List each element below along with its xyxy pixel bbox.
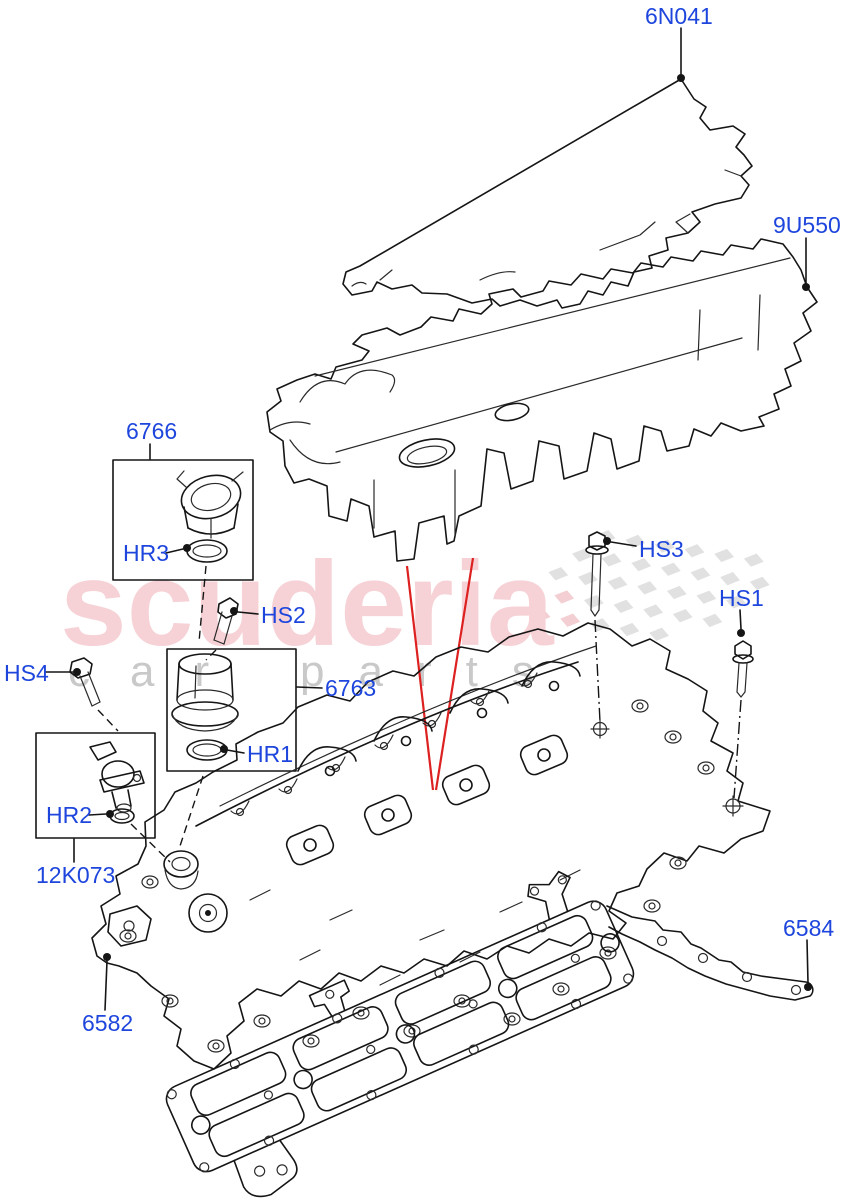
callout-6766: 6766 bbox=[126, 418, 177, 460]
callout-hr2: HR2 bbox=[46, 802, 114, 828]
part-label-12K073[interactable]: 12K073 bbox=[36, 862, 115, 888]
part-label-HS4[interactable]: HS4 bbox=[4, 660, 49, 686]
part-label-HR2[interactable]: HR2 bbox=[46, 802, 92, 828]
part-label-6N041[interactable]: 6N041 bbox=[645, 3, 713, 29]
callout-6584: 6584 bbox=[783, 915, 834, 991]
callout-hs2: HS2 bbox=[230, 602, 306, 628]
oil-filler-cap-drawing bbox=[112, 459, 254, 643]
callout-hr1: HR1 bbox=[220, 741, 293, 767]
callout-hs4: HS4 bbox=[4, 660, 81, 686]
callout-6582: 6582 bbox=[82, 953, 133, 1036]
bolt-hs1-drawing bbox=[732, 640, 754, 799]
part-label-9U550[interactable]: 9U550 bbox=[773, 212, 841, 238]
part-label-6766[interactable]: 6766 bbox=[126, 418, 177, 444]
part-label-6584[interactable]: 6584 bbox=[783, 915, 834, 941]
callout-9u550: 9U550 bbox=[773, 212, 841, 291]
callout-12k073: 12K073 bbox=[36, 838, 115, 888]
callout-hs3: HS3 bbox=[603, 536, 684, 562]
callout-hs1: HS1 bbox=[719, 585, 764, 637]
part-label-6763[interactable]: 6763 bbox=[325, 675, 376, 701]
bolt-hs3-drawing bbox=[585, 531, 609, 723]
part-label-HR1[interactable]: HR1 bbox=[247, 741, 293, 767]
detail-box-6766 bbox=[112, 459, 254, 581]
part-label-HR3[interactable]: HR3 bbox=[123, 540, 169, 566]
detail-box-12k073 bbox=[35, 732, 156, 839]
insulator-lower-drawing bbox=[266, 238, 818, 562]
location-callout-lines bbox=[405, 557, 475, 791]
callout-hr3: HR3 bbox=[123, 540, 191, 566]
insulator-upper-drawing bbox=[342, 78, 753, 309]
part-label-HS2[interactable]: HS2 bbox=[261, 602, 306, 628]
camshaft-position-sensor-drawing bbox=[35, 732, 171, 863]
part-label-6582[interactable]: 6582 bbox=[82, 1010, 133, 1036]
callout-6n041: 6N041 bbox=[645, 3, 713, 82]
camshaft-cover-drawing bbox=[91, 622, 771, 1070]
callout-6763: 6763 bbox=[296, 675, 376, 701]
part-label-HS1[interactable]: HS1 bbox=[719, 585, 764, 611]
part-label-HS3[interactable]: HS3 bbox=[639, 536, 684, 562]
cover-gasket-drawing bbox=[165, 870, 814, 1198]
